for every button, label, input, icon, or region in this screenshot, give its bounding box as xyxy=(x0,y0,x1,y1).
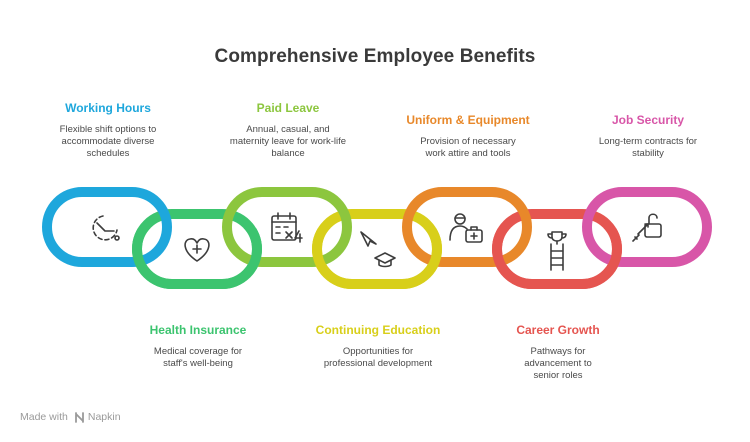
napkin-logo-icon xyxy=(74,411,84,423)
benefit-description: Opportunities for professional developme… xyxy=(323,346,433,369)
chain-interlock-overlays xyxy=(132,228,622,289)
benefit-title: Continuing Education xyxy=(315,323,441,337)
diagram-title: Comprehensive Employee Benefits xyxy=(214,46,536,67)
calendar-x4-icon xyxy=(271,212,303,243)
benefit-description: Long-term contracts for stability xyxy=(598,136,698,159)
benefit-title: Job Security xyxy=(611,113,685,127)
benefit-description: Annual, casual, and maternity leave for … xyxy=(229,124,347,159)
made-with-label: Made with xyxy=(20,411,68,423)
benefit-continuing-education: Continuing Education Opportunities for p… xyxy=(303,323,453,370)
benefit-title: Health Insurance xyxy=(149,323,247,337)
benefit-health-insurance: Health Insurance Medical coverage for st… xyxy=(123,323,273,370)
chain-link-job-security xyxy=(582,187,712,267)
heart-plus-icon xyxy=(184,238,210,262)
benefit-job-security: Job Security Long-term contracts for sta… xyxy=(573,113,723,160)
benefit-description: Flexible shift options to accommodate di… xyxy=(59,124,157,159)
benefit-uniform-equipment: Uniform & Equipment Provision of necessa… xyxy=(393,113,543,160)
chain-link-paid-leave xyxy=(222,187,352,267)
benefit-paid-leave: Paid Leave Annual, casual, and maternity… xyxy=(213,101,363,160)
clock-icon xyxy=(92,215,120,241)
ladder-trophy-icon xyxy=(547,231,567,271)
chain-link-uniform-equipment xyxy=(402,187,532,267)
benefit-title: Uniform & Equipment xyxy=(406,113,530,127)
graduation-cap-icon xyxy=(360,231,396,268)
chain-link-working-hours xyxy=(42,187,172,267)
benefit-description: Provision of necessary work attire and t… xyxy=(420,136,516,159)
benefit-description: Medical coverage for staff's well-being xyxy=(153,346,243,369)
napkin-brand: Napkin xyxy=(87,411,121,423)
benefit-career-growth: Career Growth Pathways for advancement t… xyxy=(483,323,633,382)
unlocked-padlock-icon xyxy=(632,213,662,242)
benefit-title: Paid Leave xyxy=(256,101,320,115)
benefit-description: Pathways for advancement to senior roles xyxy=(524,346,592,381)
benefit-working-hours: Working Hours Flexible shift options to … xyxy=(33,101,183,160)
doctor-kit-icon xyxy=(449,213,483,243)
footer: Made with Napkin xyxy=(20,411,121,423)
benefit-title: Career Growth xyxy=(516,323,600,337)
benefit-title: Working Hours xyxy=(65,101,151,115)
